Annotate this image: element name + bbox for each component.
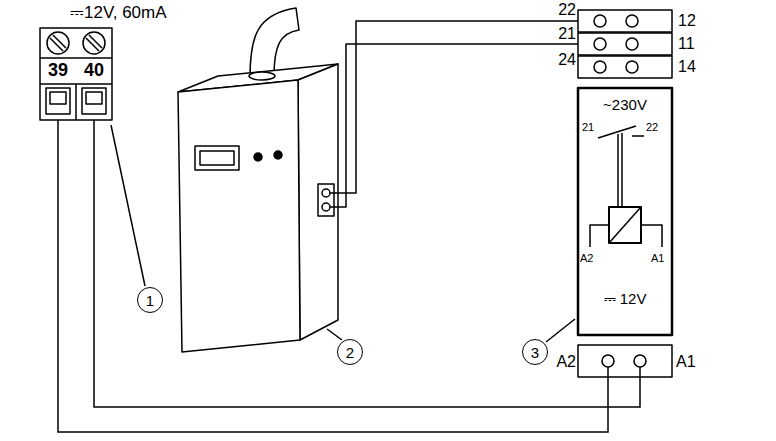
- callout-number: 2: [346, 345, 354, 360]
- signal-wire: [58, 120, 608, 432]
- callout-number: 1: [137, 287, 163, 313]
- leader-line: [111, 125, 145, 286]
- contact-wire: [330, 44, 594, 207]
- relay: [578, 10, 672, 378]
- coil-rating: ⎓ 12V: [578, 291, 672, 306]
- leader-line: [327, 329, 342, 340]
- relay-node: 221221112414~230V2122A2A1⎓ 12VA2A1: [552, 4, 702, 378]
- terminal-number: 21: [552, 26, 576, 42]
- callout-number: 1: [146, 293, 154, 308]
- coil-pin: A1: [651, 253, 664, 264]
- terminal-number: 39: [44, 61, 72, 79]
- terminal-number: 11: [678, 36, 695, 52]
- contact-wire: [330, 21, 594, 193]
- contact-rating: ~230V: [578, 97, 672, 112]
- terminal-number: 14: [678, 59, 696, 75]
- supply-rating: ⎓12V, 60mA: [70, 4, 167, 21]
- coil-pin: A2: [580, 253, 593, 264]
- callout-number: 2: [337, 339, 363, 365]
- terminal-number: A2: [552, 354, 576, 370]
- terminal-number: A1: [676, 354, 696, 370]
- terminal-number: 24: [552, 52, 576, 68]
- terminal-block: [40, 28, 112, 120]
- contact-pin: 22: [646, 122, 658, 133]
- terminal-number: 22: [552, 2, 576, 18]
- callout-number: 3: [531, 345, 539, 360]
- terminal-block-node: ⎓12V, 60mA 39 40: [38, 4, 238, 120]
- terminal-number: 12: [678, 13, 696, 29]
- boiler: [178, 8, 338, 352]
- contact-pin: 21: [582, 122, 594, 133]
- signal-wire: [94, 120, 640, 407]
- callout-number: 3: [522, 339, 548, 365]
- terminal-number: 40: [80, 61, 108, 79]
- leader-line: [546, 319, 575, 342]
